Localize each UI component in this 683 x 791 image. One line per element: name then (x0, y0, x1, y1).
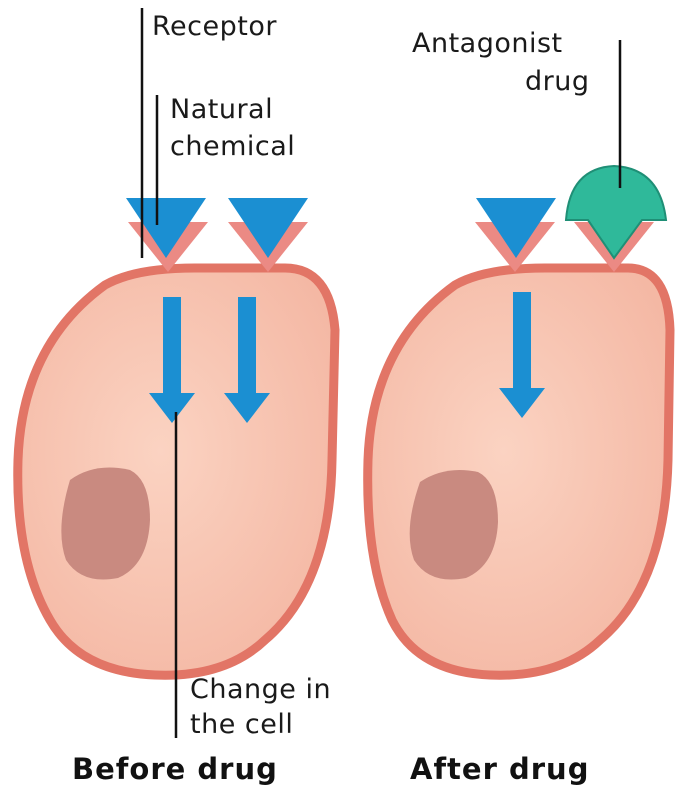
natural-chemical-label-line2: chemical (170, 130, 295, 164)
after-drug-caption: After drug (410, 752, 589, 786)
antagonist-label-line2: drug (525, 65, 590, 99)
nucleus-after (410, 470, 498, 580)
nucleus-before (61, 468, 150, 580)
change-label-line2: the cell (190, 708, 293, 742)
change-label-line1: Change in (190, 673, 331, 707)
antagonist-label-line1: Antagonist (412, 27, 563, 61)
antagonist-drug (566, 166, 666, 258)
cell-after (368, 166, 670, 675)
receptor-label: Receptor (152, 10, 277, 44)
natural-chemical-label-line1: Natural (170, 93, 273, 127)
before-drug-caption: Before drug (72, 752, 278, 786)
